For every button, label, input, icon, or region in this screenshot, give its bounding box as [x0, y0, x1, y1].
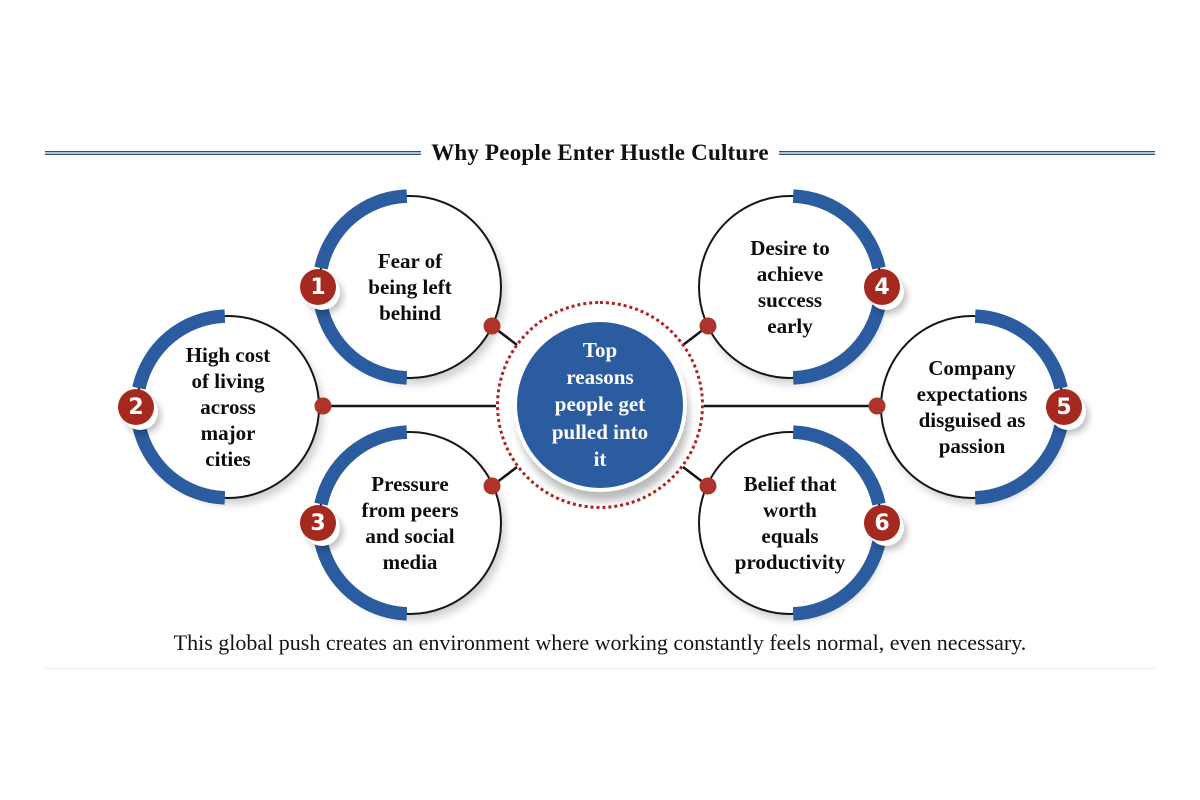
node-number-badge: 5	[1046, 389, 1082, 425]
node-arc	[314, 304, 408, 385]
node-number: 4	[874, 274, 890, 300]
node-number-badge: 2	[118, 389, 154, 425]
reason-node-3: 3 Pressure from peers and social media	[300, 423, 510, 623]
node-label: Company expectations disguised as passio…	[916, 355, 1028, 459]
title-row: Why People Enter Hustle Culture	[45, 140, 1156, 166]
node-arc	[314, 189, 408, 270]
caption-text: This global push creates an environment …	[173, 630, 1027, 655]
node-number: 2	[128, 394, 144, 420]
reason-node-2: 2 High cost of living across major citie…	[118, 307, 328, 507]
bottom-divider	[45, 668, 1155, 669]
node-arc	[974, 309, 1068, 390]
title-rule-right	[778, 151, 1156, 155]
node-label: Pressure from peers and social media	[361, 471, 459, 575]
node-number: 3	[310, 510, 326, 536]
node-label: Belief that worth equals productivity	[734, 471, 846, 575]
node-arc	[132, 309, 226, 390]
node-ring	[314, 189, 502, 385]
node-label: Fear of being left behind	[368, 248, 452, 326]
reason-node-1: 1 Fear of being left behind	[300, 187, 510, 387]
center-dotted-ring	[496, 301, 704, 509]
node-ring	[314, 425, 502, 621]
node-number-badge: 1	[300, 269, 336, 305]
title-rule-left	[45, 151, 422, 155]
node-arc	[792, 189, 886, 270]
node-label: High cost of living across major cities	[185, 342, 271, 472]
node-number-badge: 3	[300, 505, 336, 541]
page-title: Why People Enter Hustle Culture	[431, 140, 769, 165]
node-number-badge: 4	[864, 269, 900, 305]
reason-node-6: 6 Belief that worth equals productivity	[690, 423, 900, 623]
node-arc	[792, 304, 886, 385]
node-arc	[792, 425, 886, 506]
node-arc	[974, 424, 1068, 505]
center-label: Top reasons people get pulled into it	[551, 337, 649, 471]
center-circle: Top reasons people get pulled into it	[517, 322, 683, 488]
node-number-badge: 6	[864, 505, 900, 541]
node-arc	[132, 424, 226, 505]
node-number: 5	[1056, 394, 1072, 420]
reason-node-5: 5 Company expectations disguised as pass…	[872, 307, 1082, 507]
node-number: 6	[874, 510, 890, 536]
node-number: 1	[310, 274, 326, 300]
node-ring	[698, 189, 886, 385]
node-arc	[792, 540, 886, 621]
node-arc	[314, 540, 408, 621]
reason-node-4: 4 Desire to achieve success early	[690, 187, 900, 387]
node-arc	[314, 425, 408, 506]
node-label: Desire to achieve success early	[750, 235, 830, 339]
